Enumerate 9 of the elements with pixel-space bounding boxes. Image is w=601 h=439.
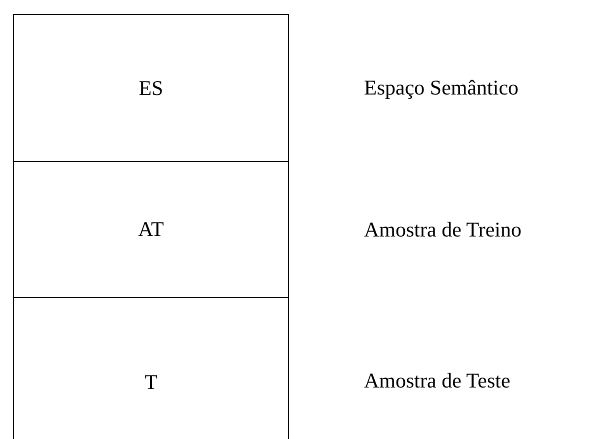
section-box xyxy=(13,297,289,439)
section-label: AT xyxy=(138,217,164,242)
section-label: ES xyxy=(138,76,164,100)
section-label: T xyxy=(144,370,158,394)
section-box xyxy=(13,161,289,298)
section-box xyxy=(13,14,289,162)
section-description: Amostra de Treino xyxy=(364,217,522,242)
section-description: Amostra de Teste xyxy=(364,368,510,394)
section-description: Espaço Semântico xyxy=(364,76,519,100)
